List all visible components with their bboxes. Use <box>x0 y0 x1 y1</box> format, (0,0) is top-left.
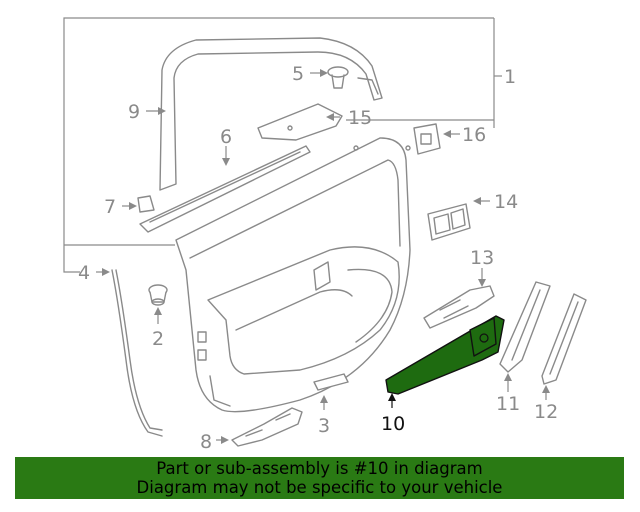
part-9-window-frame-trim <box>146 37 383 191</box>
part-14-switch-bezel <box>427 197 490 241</box>
callout-13: 13 <box>470 247 494 269</box>
part-15-upper-bracket <box>257 103 343 141</box>
part-2-grommet <box>148 284 168 324</box>
part-11-pillar-trim <box>499 281 551 392</box>
callout-12: 12 <box>534 401 558 423</box>
callout-16: 16 <box>462 124 486 146</box>
part-10-armrest-trim <box>385 315 505 408</box>
notice-banner: Part or sub-assembly is #10 in diagram D… <box>15 457 624 499</box>
part-6-belt-molding <box>139 145 311 233</box>
callout-15: 15 <box>348 107 372 129</box>
callout-1: 1 <box>504 66 516 88</box>
callout-10: 10 <box>381 413 405 435</box>
part-5-clip <box>310 66 349 89</box>
callout-2: 2 <box>152 328 164 350</box>
banner-line-1: Part or sub-assembly is #10 in diagram <box>156 459 483 478</box>
callout-14: 14 <box>494 191 518 213</box>
part-7-clip <box>122 195 155 213</box>
callout-8: 8 <box>200 431 212 453</box>
parts-diagram: 1 2 3 4 5 6 7 8 9 10 11 12 13 14 15 16 <box>63 17 587 453</box>
part-3-pad <box>313 373 349 410</box>
part-4-weatherstrip <box>96 268 163 437</box>
part-13-switch-housing <box>423 268 495 329</box>
part-12-pillar-trim <box>541 293 587 400</box>
callout-11: 11 <box>496 393 520 415</box>
callout-5: 5 <box>292 63 304 85</box>
callout-4: 4 <box>78 262 90 284</box>
door-trim-panel <box>175 137 411 413</box>
callout-6: 6 <box>220 126 232 148</box>
callout-9: 9 <box>128 101 140 123</box>
callout-3: 3 <box>318 415 330 437</box>
part-16-small-bracket <box>413 123 460 155</box>
part-8-lower-bracket <box>216 407 303 447</box>
banner-line-2: Diagram may not be specific to your vehi… <box>136 478 503 497</box>
assembly-bracket <box>63 17 502 273</box>
callout-7: 7 <box>104 196 116 218</box>
